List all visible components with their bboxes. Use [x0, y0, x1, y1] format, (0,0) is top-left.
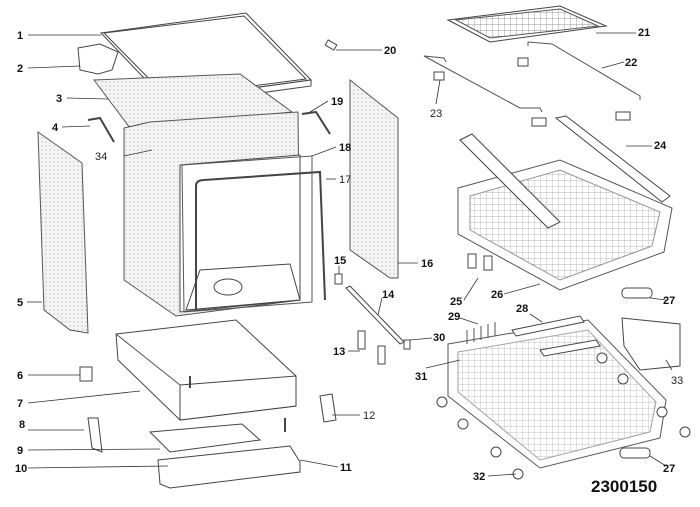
part-base-tray	[148, 423, 262, 453]
callout-24: 24	[654, 140, 667, 152]
callout-11: 11	[340, 462, 352, 474]
part-cutlery-basket	[621, 317, 681, 371]
diagram-code: 2300150	[591, 477, 657, 496]
callout-30: 30	[433, 332, 445, 344]
part-upper-basket	[457, 133, 673, 291]
part-basket-handle	[619, 287, 653, 459]
leader-lines	[27, 32, 673, 477]
part-left-hinge	[87, 116, 115, 143]
part-right-hinge	[301, 110, 331, 135]
part-right-side-panel	[349, 78, 399, 279]
part-rail-end-cap	[403, 339, 411, 350]
part-left-side-panel	[37, 131, 89, 334]
callout-21: 21	[638, 27, 650, 39]
part-cup-rack-holder	[554, 115, 671, 203]
callout-7: 7	[17, 398, 23, 410]
callout-33: 33	[671, 375, 683, 387]
callout-6: 6	[17, 370, 23, 382]
callout-27b: 27	[663, 463, 675, 475]
part-tray-rail-brackets	[433, 57, 631, 127]
callout-23: 23	[430, 108, 442, 120]
callout-31: 31	[415, 371, 427, 383]
part-tub-body	[123, 111, 301, 317]
callout-32: 32	[473, 471, 485, 483]
part-water-inlet-valve	[79, 366, 93, 382]
part-cutlery-tray	[446, 5, 608, 43]
callout-8: 8	[19, 419, 25, 431]
part-folding-tines	[466, 322, 496, 344]
part-door-gasket	[181, 155, 313, 313]
part-rail-stopper	[357, 330, 386, 365]
part-side-bracket	[319, 393, 337, 423]
callout-22: 22	[625, 57, 637, 69]
part-lower-basket	[447, 319, 667, 469]
callout-13: 13	[333, 346, 345, 358]
part-plate-support	[511, 315, 601, 357]
callout-20: 20	[384, 45, 396, 57]
part-rail-clip	[334, 273, 343, 285]
part-tray-rail-wires	[423, 41, 641, 113]
callout-4: 4	[52, 122, 59, 134]
callout-10: 10	[15, 463, 27, 475]
part-basket-adjuster	[467, 253, 493, 271]
part-small-cover-plate	[87, 417, 103, 453]
part-basket-wheels	[436, 352, 691, 480]
callout-3: 3	[56, 93, 62, 105]
part-clip	[324, 39, 338, 51]
part-top-cover-rear-bracket	[77, 43, 119, 75]
callout-28: 28	[516, 303, 528, 315]
part-base-frame	[115, 319, 297, 421]
callout-16: 16	[421, 258, 433, 270]
callout-1: 1	[17, 30, 23, 42]
callout-26: 26	[491, 289, 503, 301]
callout-labels: 1 2 3 4 5 6 7 8 9 10 11 12 13 14 15 16 1…	[15, 27, 683, 483]
callout-34: 34	[95, 151, 107, 163]
callout-29: 29	[448, 311, 460, 323]
callout-12: 12	[363, 410, 375, 422]
callout-19: 19	[331, 96, 343, 108]
callout-5: 5	[17, 297, 23, 309]
callout-25: 25	[450, 296, 462, 308]
part-kick-plate	[157, 445, 301, 489]
callout-17: 17	[339, 174, 351, 186]
callout-14: 14	[382, 289, 395, 301]
callout-18: 18	[339, 142, 351, 154]
part-rail	[345, 285, 405, 345]
callout-9: 9	[17, 445, 23, 457]
part-tub-frame	[195, 170, 326, 310]
callout-15: 15	[334, 255, 346, 267]
callout-27a: 27	[663, 295, 675, 307]
callout-2: 2	[17, 63, 23, 75]
